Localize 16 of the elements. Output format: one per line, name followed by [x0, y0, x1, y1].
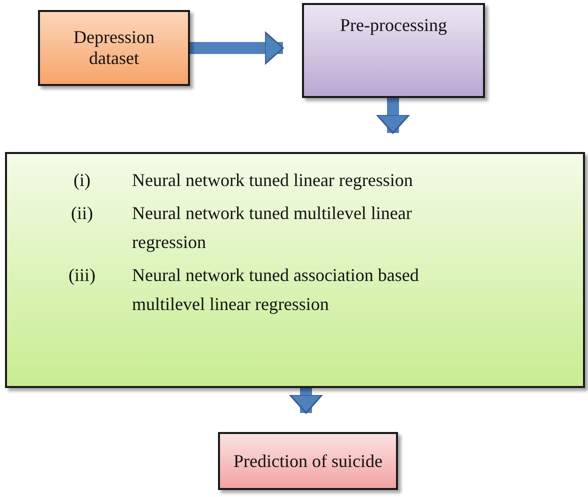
- box-label: Prediction of suicide: [234, 450, 382, 472]
- block-arrow: [289, 388, 323, 414]
- list-item-text: Neural network tuned multilevel linear regression: [132, 202, 413, 254]
- box-label: Depression dataset: [72, 27, 156, 69]
- box-label: Pre-processing: [340, 15, 447, 35]
- list-number: (ii): [70, 202, 94, 225]
- list-number: (i): [72, 169, 92, 192]
- process-box: [302, 3, 485, 98]
- list-item-text: Neural network tuned association based multilevel linear regression: [132, 264, 420, 316]
- block-arrow: [190, 31, 284, 65]
- block-arrow: [376, 98, 410, 134]
- list-item-text: Neural network tuned linear regression: [132, 169, 414, 192]
- output-box: [218, 432, 398, 490]
- method-box: [5, 152, 585, 388]
- data-box: [38, 10, 190, 86]
- list-number: (iii): [68, 264, 96, 287]
